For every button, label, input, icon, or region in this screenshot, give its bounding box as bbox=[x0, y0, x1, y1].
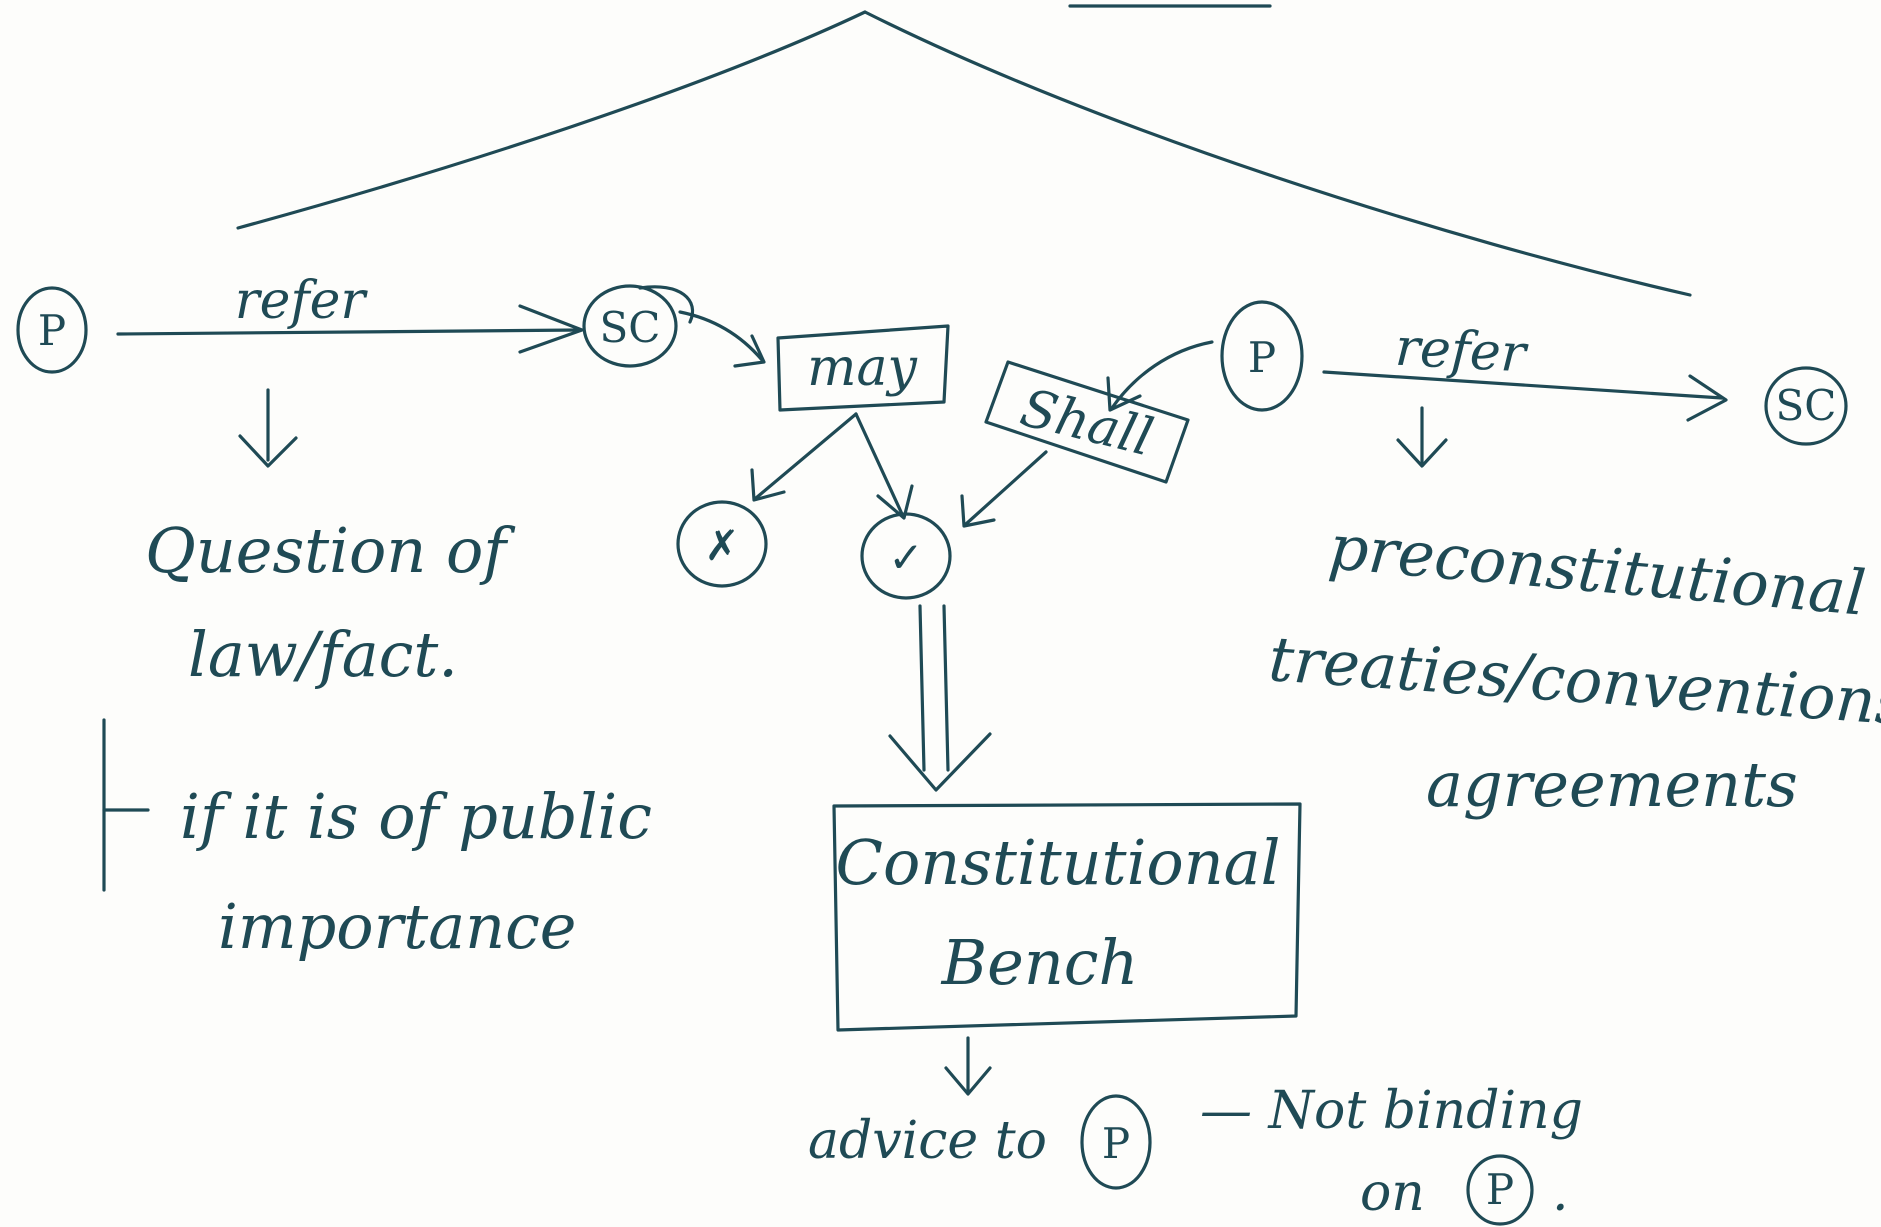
right-sc-node: SC bbox=[1764, 366, 1848, 446]
yes-option-node: ✓ bbox=[860, 512, 952, 600]
svg-text:importance: importance bbox=[218, 890, 577, 963]
left-condition-text: if it is of public importance bbox=[102, 718, 652, 963]
shall-to-yes-arrow bbox=[960, 450, 1048, 528]
svg-text:on: on bbox=[1360, 1163, 1425, 1223]
svg-text:preconstitutional: preconstitutional bbox=[1326, 510, 1869, 630]
right-refer-arrow: refer bbox=[1322, 318, 1728, 422]
svg-text:Question of: Question of bbox=[145, 514, 516, 587]
svg-text:agreements: agreements bbox=[1426, 748, 1798, 821]
constitutional-bench-box: Constitutional Bench bbox=[832, 802, 1302, 1032]
right-subject-text: preconstitutional treaties/conventions/ … bbox=[1266, 510, 1881, 821]
sc-to-may-arrow bbox=[678, 310, 766, 368]
svg-text:P: P bbox=[1248, 333, 1276, 382]
left-down-arrow bbox=[238, 388, 298, 468]
may-branch-arrows bbox=[750, 412, 914, 520]
svg-text:treaties/conventions/: treaties/conventions/ bbox=[1266, 622, 1881, 741]
left-sc-node: SC bbox=[582, 284, 695, 368]
top-bracket bbox=[236, 4, 1692, 297]
svg-text:Constitutional: Constitutional bbox=[836, 826, 1281, 899]
svg-text:P: P bbox=[38, 306, 66, 355]
middle-president-node: P bbox=[1220, 300, 1304, 412]
right-down-arrow bbox=[1396, 406, 1448, 468]
svg-text:P: P bbox=[1486, 1165, 1514, 1214]
svg-text:may: may bbox=[807, 338, 917, 398]
may-box: may bbox=[776, 324, 950, 412]
advice-text: advice to P bbox=[808, 1094, 1152, 1190]
left-refer-arrow: refer bbox=[116, 271, 584, 354]
svg-text:Bench: Bench bbox=[941, 926, 1139, 999]
shall-box: Shall bbox=[984, 360, 1190, 484]
svg-text:✓: ✓ bbox=[888, 533, 923, 582]
svg-text:refer: refer bbox=[235, 271, 369, 331]
left-subject-text: Question of law/fact. bbox=[145, 514, 516, 691]
svg-text:refer: refer bbox=[1394, 318, 1531, 385]
not-binding-text: — Not binding on P . bbox=[1200, 1081, 1583, 1226]
svg-text:P: P bbox=[1102, 1119, 1130, 1168]
left-president-node: P bbox=[16, 286, 88, 374]
svg-text:law/fact.: law/fact. bbox=[188, 618, 458, 691]
svg-text:.: . bbox=[1552, 1163, 1569, 1223]
svg-text:SC: SC bbox=[600, 303, 661, 352]
svg-text:if it is of public: if it is of public bbox=[180, 780, 652, 853]
svg-text:SC: SC bbox=[1776, 381, 1837, 430]
no-option-node: ✗ bbox=[676, 500, 768, 588]
double-arrow-to-bench bbox=[888, 604, 992, 792]
bench-down-arrow bbox=[944, 1036, 992, 1096]
president-to-shall-arrow bbox=[1106, 340, 1214, 412]
svg-text:advice to: advice to bbox=[808, 1111, 1047, 1171]
svg-text:✗: ✗ bbox=[704, 521, 739, 570]
svg-text:— Not binding: — Not binding bbox=[1200, 1081, 1583, 1141]
